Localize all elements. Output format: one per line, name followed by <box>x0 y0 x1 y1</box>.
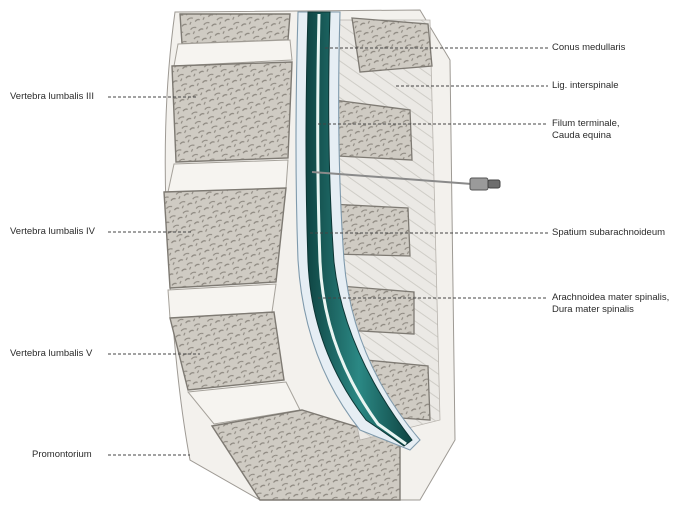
vertebral-body-l3 <box>172 62 292 162</box>
label-filum-line2: Cauda equina <box>552 130 620 142</box>
vertebral-body-l4 <box>164 188 286 288</box>
vertebral-body-l5 <box>170 312 284 390</box>
vertebral-body-l2 <box>180 14 290 44</box>
label-conus-medullaris: Conus medullaris <box>552 42 625 54</box>
label-arachnoidea-line1: Arachnoidea mater spinalis, <box>552 292 669 304</box>
label-arachnoidea-line2: Dura mater spinalis <box>552 304 669 316</box>
label-arachnoidea-dura: Arachnoidea mater spinalis, Dura mater s… <box>552 292 669 316</box>
spinous-process-l2 <box>352 18 432 72</box>
label-promontorium: Promontorium <box>32 449 92 461</box>
label-vertebra-lumbalis-iii: Vertebra lumbalis III <box>10 91 94 103</box>
label-spatium-subarachnoideum: Spatium subarachnoideum <box>552 227 665 239</box>
spinous-process-l3 <box>334 100 412 160</box>
label-filum-line1: Filum terminale, <box>552 118 620 130</box>
label-lig-interspinale: Lig. interspinale <box>552 80 619 92</box>
intervertebral-disc-l3-l4 <box>168 160 288 192</box>
label-filum-terminale: Filum terminale, Cauda equina <box>552 118 620 142</box>
label-vertebra-lumbalis-v: Vertebra lumbalis V <box>10 348 92 360</box>
label-vertebra-lumbalis-iv: Vertebra lumbalis IV <box>10 226 95 238</box>
